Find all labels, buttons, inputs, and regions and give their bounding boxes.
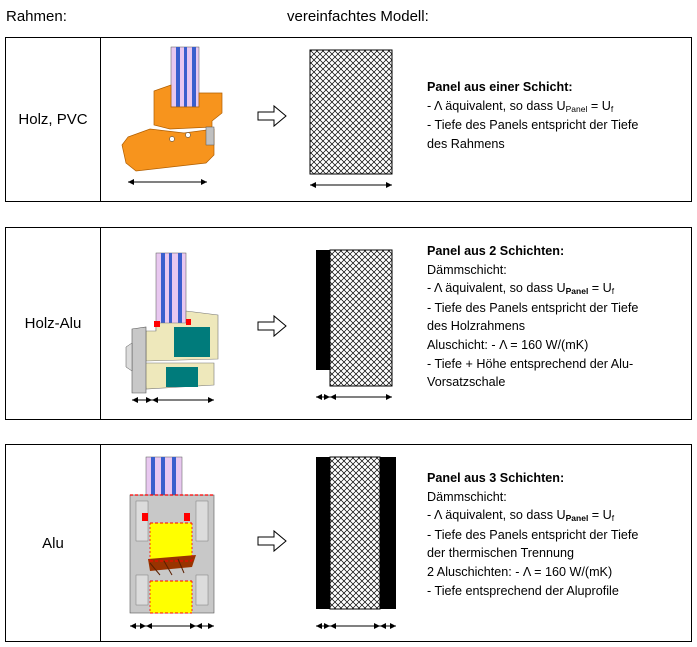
desc-line: Aluschicht: - Λ = 160 W/(mK) — [427, 337, 589, 352]
frame-column-header: Rahmen: — [6, 8, 67, 25]
single-layer-panel-model — [309, 49, 393, 188]
desc-line: - Tiefe des Panels entspricht der Tiefe — [427, 118, 639, 133]
row-wood-alu: Holz-Alu Panel aus 2 Sc — [5, 227, 692, 420]
panel-title: Panel aus 2 Schichten: — [427, 244, 565, 258]
row-description: Panel aus 3 Schichten: Dämmschicht: - Λ … — [427, 469, 638, 600]
row-wood-pvc: Holz, PVC Panel aus einer Schicht: - Λ ä… — [5, 37, 692, 202]
row-label: Alu — [6, 445, 101, 641]
hollow-right-arrow-icon — [257, 314, 287, 338]
alu-frame-figure — [129, 456, 215, 629]
row-label: Holz, PVC — [6, 38, 101, 201]
row-label: Holz-Alu — [6, 228, 101, 419]
panel-title: Panel aus 3 Schichten: — [427, 471, 565, 485]
hollow-right-arrow-icon — [257, 104, 287, 128]
double-arrow-dimension-icon — [316, 623, 396, 629]
desc-line: Vorsatzschale — [427, 375, 506, 390]
double-arrow-dimension-icon — [310, 182, 392, 188]
model-column-header: vereinfachtes Modell: — [287, 8, 429, 25]
desc-line: - Λ äquivalent, so dass UPanel = Uf — [427, 98, 614, 114]
panel-title: Panel aus einer Schicht: — [427, 80, 573, 94]
desc-line: des Holzrahmens — [427, 319, 525, 334]
double-arrow-dimension-icon — [128, 179, 207, 185]
desc-line: 2 Aluschichten: - Λ = 160 W/(mK) — [427, 564, 613, 579]
wood-alu-frame-figure — [125, 252, 219, 403]
desc-line: - Tiefe des Panels entspricht der Tiefe — [427, 527, 639, 542]
desc-line: des Rahmens — [427, 136, 505, 151]
two-layer-panel-model — [316, 249, 393, 400]
row-alu: Alu — [5, 444, 692, 642]
double-arrow-dimension-icon — [316, 394, 392, 400]
double-arrow-dimension-icon — [130, 623, 214, 629]
desc-line: - Tiefe + Höhe entsprechend der Alu- — [427, 356, 634, 371]
desc-line: - Λ äquivalent, so dass UPanel = Uf — [427, 281, 615, 297]
three-layer-panel-model — [316, 456, 396, 629]
row-description: Panel aus 2 Schichten: Dämmschicht: - Λ … — [427, 242, 638, 392]
desc-line: Dämmschicht: — [427, 262, 507, 277]
row-description: Panel aus einer Schicht: - Λ äquivalent,… — [427, 78, 638, 153]
desc-line: Dämmschicht: — [427, 489, 507, 504]
desc-line: - Tiefe des Panels entspricht der Tiefe — [427, 300, 639, 315]
desc-line: der thermischen Trennung — [427, 546, 575, 561]
hollow-right-arrow-icon — [257, 529, 287, 553]
wood-pvc-frame-figure — [121, 46, 223, 185]
desc-line: - Tiefe entsprechend der Aluprofile — [427, 583, 619, 598]
double-arrow-dimension-icon — [132, 397, 214, 403]
desc-line: - Λ äquivalent, so dass UPanel = Uf — [427, 508, 615, 524]
